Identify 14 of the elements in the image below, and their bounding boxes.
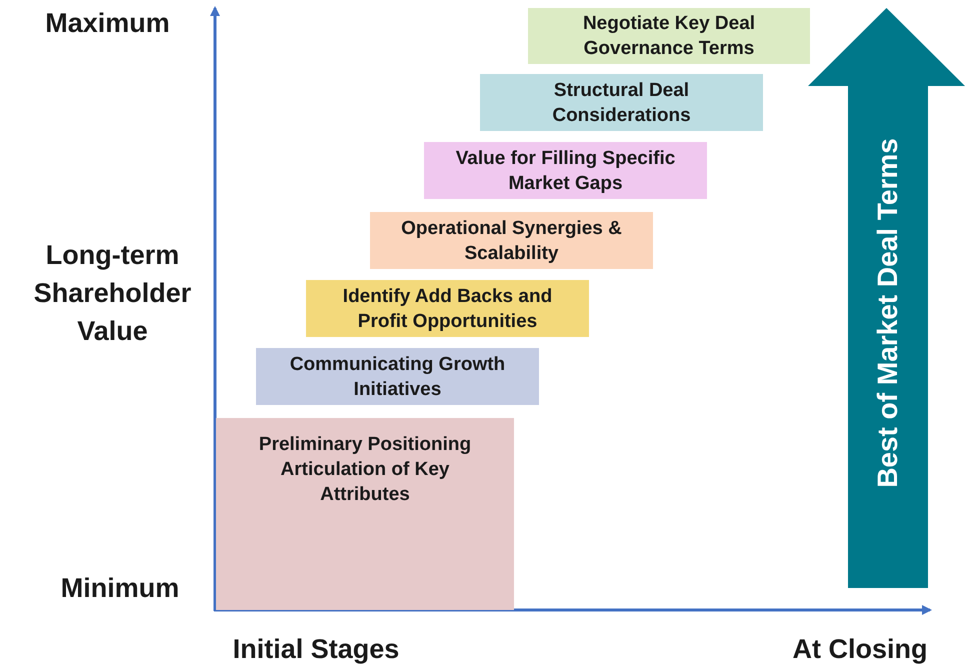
stage-box: Preliminary Positioning Articulation of Key Attributes <box>216 418 514 610</box>
stage-box: Operational Synergies & Scalability <box>370 212 653 269</box>
axis-level-label: Long-term Shareholder Value <box>32 239 192 348</box>
stage-box: Identify Add Backs and Profit Opportunities <box>306 280 589 337</box>
axis-stage-label: At Closing <box>792 633 928 665</box>
arrow-label: Best of Market Deal Terms <box>872 138 904 488</box>
axis-level-label: Minimum <box>60 572 180 605</box>
block-arrow <box>808 8 965 588</box>
axis-level-label: Maximum <box>44 7 171 40</box>
stage-box: Negotiate Key Deal Governance Terms <box>528 8 810 64</box>
stage-box: Structural Deal Considerations <box>480 74 763 131</box>
stage-box: Value for Filling Specific Market Gaps <box>424 142 707 199</box>
axis-stage-label: Initial Stages <box>232 633 400 665</box>
stage-box: Communicating Growth Initiatives <box>256 348 539 405</box>
